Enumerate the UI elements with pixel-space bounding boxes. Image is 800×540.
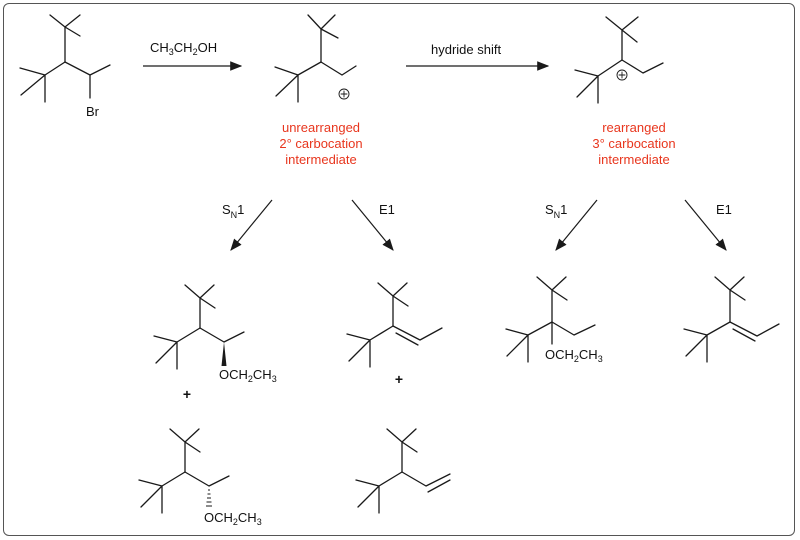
tertiary-label-line-1: rearranged: [602, 120, 666, 135]
ethoxy-label-2: OCH2CH3: [204, 510, 262, 527]
tertiary-label-line-2: 3° carbocation: [592, 136, 675, 151]
secondary-label-line-2: 2° carbocation: [279, 136, 362, 151]
secondary-label-line-1: unrearranged: [282, 120, 360, 135]
sn1-product-unrearranged-wedge: OCH2CH3: [153, 284, 277, 384]
pathway-arrows: SN1 E1 SN1 E1: [222, 199, 732, 251]
e1-product-terminal-alkene: [355, 428, 451, 514]
starting-material-alkyl-bromide: Br: [19, 14, 111, 119]
ethoxy-label-3: OCH2CH3: [545, 347, 603, 364]
ethoxy-label-1: OCH2CH3: [219, 367, 277, 384]
secondary-carbocation: unrearranged 2° carbocation intermediate: [274, 14, 363, 167]
e1-label-right: E1: [716, 202, 732, 217]
sn1-product-rearranged: OCH2CH3: [505, 276, 603, 364]
sn1-product-unrearranged-hash: OCH2CH3: [138, 428, 262, 527]
solvolysis-step: CH3CH2OH: [143, 40, 243, 71]
figure-frame: [3, 3, 795, 536]
e1-product-rearranged-alkene: [683, 276, 780, 363]
e1-label-left: E1: [379, 202, 395, 217]
tertiary-carbocation: rearranged 3° carbocation intermediate: [574, 16, 676, 167]
plus-separator-e1: +: [395, 371, 403, 387]
bromine-label: Br: [86, 104, 100, 119]
tertiary-label-line-3: intermediate: [598, 152, 670, 167]
plus-separator-sn1: +: [183, 386, 191, 402]
e1-product-internal-alkene: [346, 282, 443, 368]
secondary-label-line-3: intermediate: [285, 152, 357, 167]
hydride-shift-label: hydride shift: [431, 42, 501, 57]
sn1-label-right: SN1: [545, 202, 567, 220]
hydride-shift-step: hydride shift: [406, 42, 550, 71]
ethanol-label: CH3CH2OH: [150, 40, 217, 57]
sn1-label-left: SN1: [222, 202, 244, 220]
